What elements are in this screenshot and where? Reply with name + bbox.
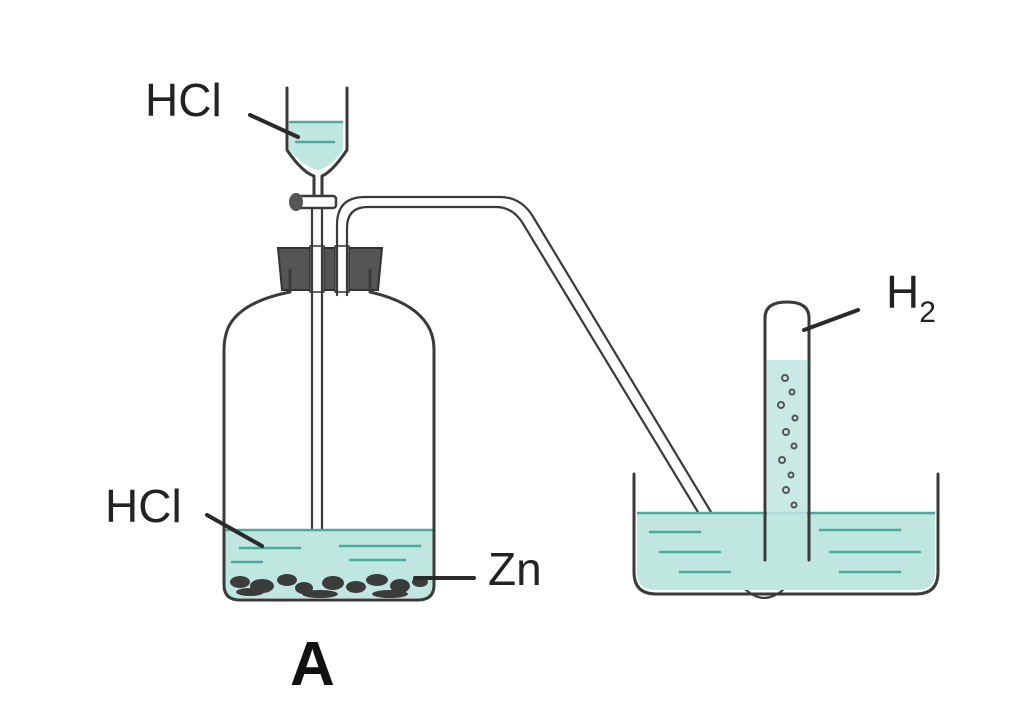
trough-outline [632,472,940,596]
label-funnel-hcl-text: HCl [145,74,222,126]
label-bottle-hcl-text: HCl [105,480,182,532]
funnel-body [285,86,349,197]
gas-bubbles [777,374,799,509]
dropping-funnel [285,86,349,580]
label-hydrogen: H2 [802,266,936,332]
label-bottle-hcl: HCl [105,480,264,548]
tube-water [767,360,807,555]
apparatus-label: A [290,630,335,699]
bottle-outline [222,268,436,602]
stopper-hole-funnel [309,245,325,293]
label-zinc: Zn [413,543,542,595]
stopcock [289,193,338,211]
rubber-stopper [276,247,384,291]
collection-tube [763,300,811,562]
label-zinc-text: Zn [488,543,542,595]
label-funnel-hcl: HCl [145,74,300,139]
label-hydrogen-text: H2 [886,266,936,329]
stopper-hole-tube [334,245,350,293]
reaction-bottle [222,268,436,602]
funnel-liquid [289,122,343,170]
tube-outline [763,300,811,562]
